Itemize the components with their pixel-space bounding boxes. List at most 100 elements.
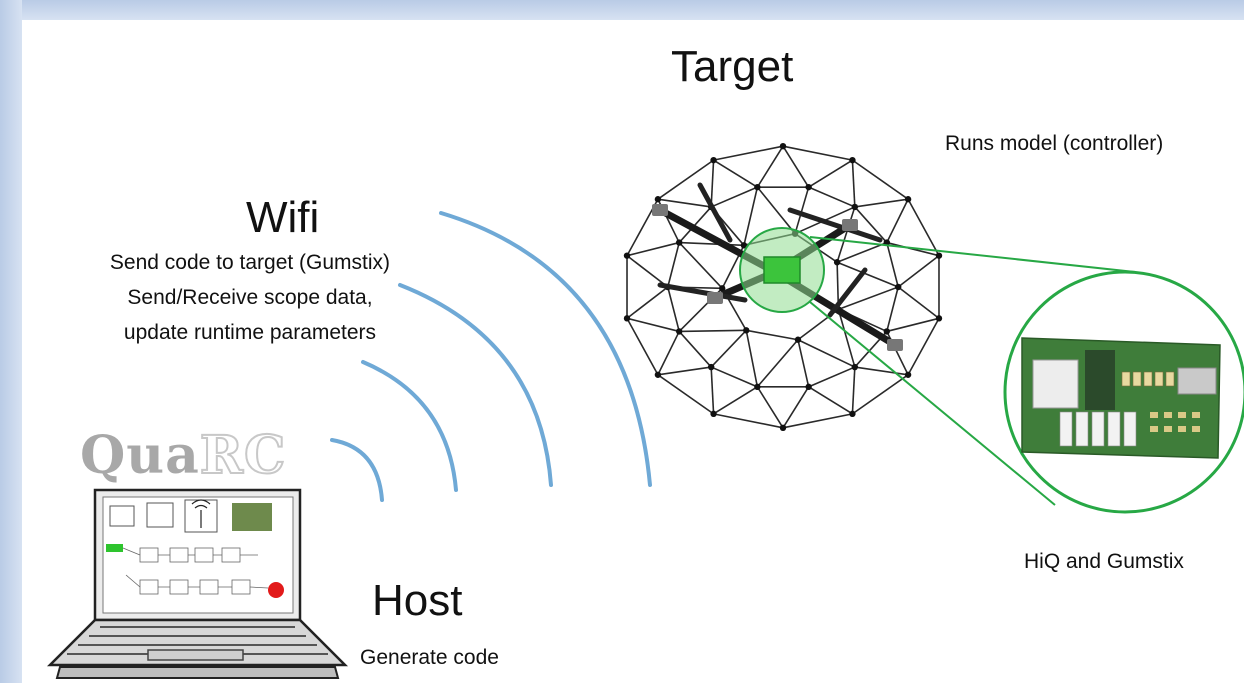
cage-strut (836, 241, 888, 263)
wifi-title: Wifi (246, 193, 320, 242)
board-smd (1150, 426, 1158, 432)
cage-strut (886, 286, 899, 332)
cage-joint (710, 156, 717, 164)
cage-strut (710, 186, 758, 208)
cage-joint (851, 363, 859, 371)
cage-joint (623, 315, 631, 322)
wifi-description-line-3: update runtime parameters (123, 321, 377, 344)
quarc-logo-part-2: RC (199, 424, 287, 487)
cage-joint (743, 327, 750, 334)
cage-strut (851, 159, 909, 200)
cage-joint (740, 242, 748, 249)
cage-joint (719, 285, 726, 292)
caged-quadrotor-icon (623, 143, 943, 431)
cage-strut (626, 241, 680, 257)
laptop-icon (46, 488, 349, 679)
cage-strut (667, 286, 680, 332)
cage-strut (678, 206, 712, 244)
cage-strut (907, 198, 940, 257)
wifi-wave-4 (439, 211, 652, 487)
cage-joint (654, 196, 662, 203)
screen-model-block (139, 579, 159, 595)
cage-strut (713, 145, 784, 161)
target-title: Target (671, 42, 794, 91)
cage-strut (886, 198, 909, 243)
cage-joint (710, 410, 717, 418)
cage-strut (667, 242, 680, 288)
board-smd (1178, 426, 1186, 432)
board-connector-top (1121, 371, 1131, 387)
cage-strut (854, 206, 888, 244)
cage-strut (851, 367, 856, 414)
cage-strut (851, 160, 856, 207)
cage-joint (883, 328, 890, 335)
board-connector-top (1143, 371, 1153, 387)
cage-strut (837, 309, 856, 368)
highlight-chip (763, 256, 801, 284)
cage-joint (754, 383, 761, 391)
cage-strut (657, 331, 680, 376)
cage-joint (849, 410, 856, 418)
cage-strut (626, 317, 680, 333)
cage-joint (676, 239, 683, 246)
board-smd (1164, 412, 1172, 418)
board-header (1091, 411, 1105, 447)
screen-model-block (231, 579, 251, 595)
wifi-description-line-2: Send/Receive scope data, (127, 286, 373, 309)
screen-model-block (169, 579, 189, 595)
cage-strut (657, 374, 715, 415)
motor (887, 339, 903, 351)
screen-block (146, 502, 174, 528)
board-smd (1150, 412, 1158, 418)
cage-strut (897, 255, 940, 288)
cage-strut (794, 186, 810, 234)
propeller-blade (827, 267, 868, 318)
target-description: Runs model (controller) (945, 132, 1164, 155)
screen-red-indicator (268, 582, 284, 598)
cage-strut (679, 241, 744, 247)
cage-joint (794, 336, 802, 343)
motor (707, 292, 723, 304)
quarc-logo-part-1: Qua (80, 425, 200, 486)
cage-strut (854, 198, 909, 208)
cage-strut (679, 329, 747, 333)
board-module (1032, 359, 1079, 409)
cage-joint (707, 363, 715, 371)
cage-strut (782, 413, 853, 429)
board-zoom-callout (739, 227, 1244, 514)
cage-joint (904, 196, 912, 203)
wifi-description-line-1: Send code to target (Gumstix) (109, 251, 391, 274)
cage-strut (808, 159, 853, 188)
board-header (1123, 411, 1137, 447)
propeller-blade (657, 282, 748, 303)
cage-strut (854, 366, 909, 376)
screen-model-block (221, 547, 241, 563)
zoom-line-top (809, 236, 1136, 273)
cage-strut (907, 317, 940, 376)
cage-strut (713, 413, 784, 429)
board-connector-top (1132, 371, 1142, 387)
cage-strut (797, 339, 810, 388)
quarc-logo: QuaRC (80, 424, 287, 487)
cage-strut (838, 286, 899, 311)
cage-strut (886, 317, 940, 333)
screen-model-block (194, 547, 214, 563)
board-header (1059, 411, 1073, 447)
cage-strut (710, 329, 747, 368)
screen-map-thumbnail (232, 503, 272, 531)
cage-strut (713, 386, 758, 415)
wifi-waves (330, 211, 652, 502)
cage-strut (626, 286, 669, 319)
circuit-board-icon (1021, 337, 1221, 459)
board-connector-top (1154, 371, 1164, 387)
board-caption: HiQ and Gumstix (1024, 550, 1184, 573)
cage-strut (808, 366, 856, 388)
cage-strut (710, 366, 758, 388)
cage-joint (935, 252, 943, 259)
propeller-blade (787, 207, 883, 243)
cage-joint (895, 283, 902, 291)
cage-joint (754, 183, 761, 191)
zoom-line-bottom (809, 301, 1056, 506)
